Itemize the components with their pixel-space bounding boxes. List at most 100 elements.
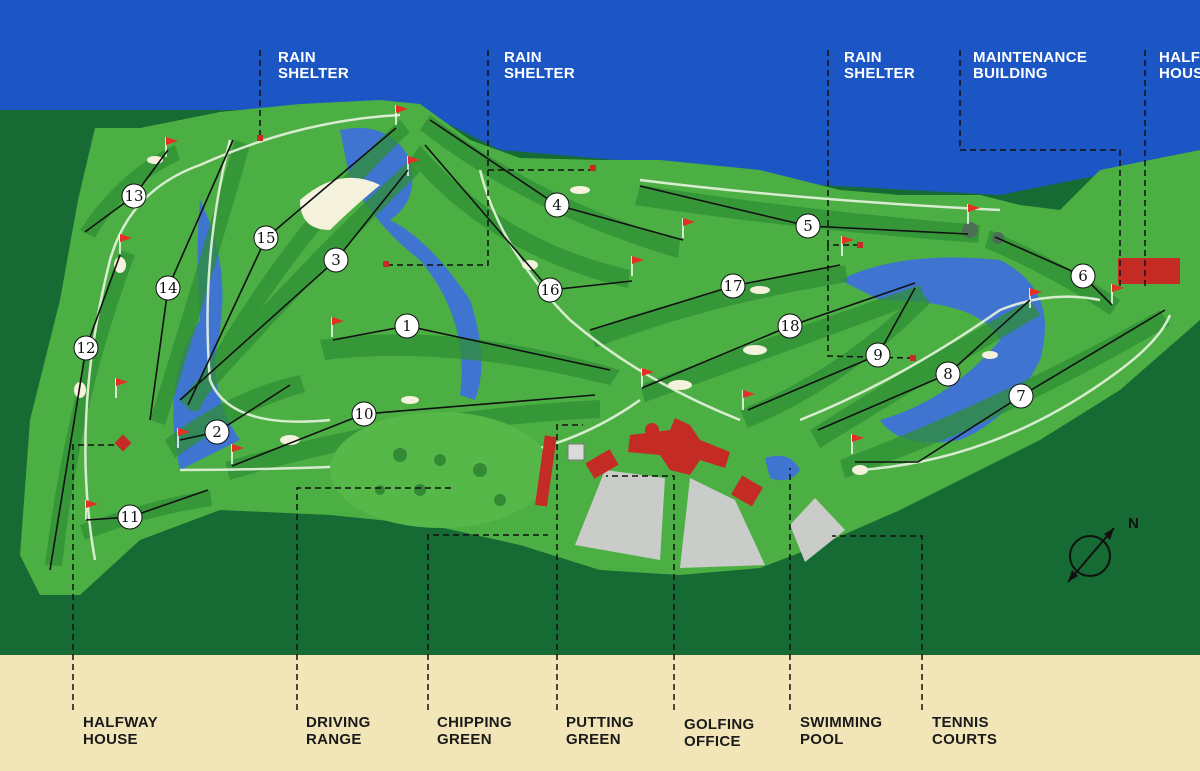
bunkers [74, 156, 998, 475]
rain-shelter-1 [257, 135, 263, 141]
svg-text:CHIPPING: CHIPPING [437, 714, 512, 731]
callout-lines [72, 50, 1146, 710]
hole-marker-6: 6 [1070, 263, 1096, 289]
svg-text:OFFICE: OFFICE [684, 733, 741, 750]
svg-text:COURTS: COURTS [932, 731, 997, 748]
pool-building [731, 475, 763, 507]
hole-marker-18: 18 [777, 313, 803, 339]
svg-text:RAIN: RAIN [278, 49, 316, 66]
svg-text:1: 1 [402, 317, 412, 335]
hole-marker-3: 3 [323, 247, 349, 273]
svg-text:HOUSE: HOUSE [83, 731, 138, 748]
halfway-house-east [1118, 258, 1180, 284]
driving-range [330, 412, 550, 528]
hole-marker-17: 17 [720, 273, 746, 299]
hole-marker-4: 4 [544, 192, 570, 218]
svg-text:DRIVING: DRIVING [306, 714, 371, 731]
svg-text:GOLFING: GOLFING [684, 716, 754, 733]
label-tennis-courts: TENNIS COURTS [932, 714, 997, 748]
label-golfing-office: GOLFING OFFICE [684, 716, 754, 750]
svg-text:12: 12 [76, 339, 95, 357]
label-maintenance-building: MAINTENANCE BUILDING [973, 49, 1087, 82]
compass-icon: N [1067, 515, 1139, 583]
svg-text:2: 2 [212, 423, 222, 441]
hole-marker-2: 2 [204, 419, 230, 445]
svg-text:3: 3 [331, 251, 341, 269]
svg-text:GREEN: GREEN [566, 731, 621, 748]
hole-marker-1: 1 [394, 313, 420, 339]
pond-pool [765, 455, 800, 481]
halfway-house-west [114, 434, 132, 452]
hole-marker-9: 9 [865, 342, 891, 368]
svg-text:4: 4 [552, 196, 562, 214]
hole-markers: 1 2 3 4 5 6 7 8 9 10 11 12 13 14 15 16 1… [73, 183, 1096, 530]
office-building [585, 449, 619, 479]
svg-text:9: 9 [873, 346, 883, 364]
compass-north-label: N [1128, 515, 1139, 532]
svg-text:MAINTENANCE: MAINTENANCE [973, 49, 1087, 66]
rain-shelter-3 [383, 261, 389, 267]
svg-text:POOL: POOL [800, 731, 844, 748]
svg-text:SWIMMING: SWIMMING [800, 714, 882, 731]
label-chipping-green: CHIPPING GREEN [437, 714, 512, 748]
label-swimming-pool: SWIMMING POOL [800, 714, 882, 748]
svg-text:11: 11 [120, 508, 139, 526]
hole-marker-14: 14 [155, 275, 181, 301]
svg-text:6: 6 [1078, 267, 1088, 285]
fairways [45, 115, 1170, 566]
svg-text:15: 15 [256, 229, 275, 247]
cart-paths [84, 113, 1172, 561]
label-halfway-house: HALFWAY HOUSE [83, 714, 158, 748]
sea-shore [0, 0, 1200, 195]
parking-lots [575, 470, 845, 568]
hole-marker-12: 12 [73, 335, 99, 361]
svg-text:14: 14 [158, 279, 177, 297]
rain-shelter-4 [857, 242, 863, 248]
rain-shelter-5 [910, 355, 916, 361]
bottom-labels: HALFWAY HOUSE DRIVING RANGE CHIPPING GRE… [83, 714, 997, 750]
svg-text:PUTTING: PUTTING [566, 714, 634, 731]
svg-text:HOUS: HOUS [1159, 65, 1200, 82]
svg-text:10: 10 [354, 405, 373, 423]
hole-marker-13: 13 [121, 183, 147, 209]
hole-marker-8: 8 [935, 361, 961, 387]
range-trees [375, 448, 506, 506]
svg-text:16: 16 [540, 281, 559, 299]
label-rain-shelter-2: RAIN SHELTER [504, 49, 575, 82]
buildings [114, 135, 1180, 507]
maintenance-tank-1 [962, 222, 978, 238]
putting-green-building [535, 435, 557, 507]
svg-text:18: 18 [780, 317, 799, 335]
svg-text:13: 13 [124, 187, 143, 205]
putting-green-box [567, 443, 585, 461]
label-putting-green: PUTTING GREEN [566, 714, 634, 748]
hole-marker-16: 16 [537, 277, 563, 303]
svg-text:SHELTER: SHELTER [844, 65, 915, 82]
hole-marker-10: 10 [351, 401, 377, 427]
svg-text:RAIN: RAIN [844, 49, 882, 66]
svg-text:17: 17 [723, 277, 742, 295]
svg-text:TENNIS: TENNIS [932, 714, 989, 731]
svg-text:RANGE: RANGE [306, 731, 362, 748]
top-labels: RAIN SHELTER RAIN SHELTER RAIN SHELTER M… [278, 49, 1200, 82]
svg-text:HALF: HALF [1159, 49, 1200, 66]
hole-marker-15: 15 [253, 225, 279, 251]
label-rain-shelter-3: RAIN SHELTER [844, 49, 915, 82]
sand-band [0, 655, 1200, 771]
svg-text:GREEN: GREEN [437, 731, 492, 748]
svg-text:HALFWAY: HALFWAY [83, 714, 158, 731]
label-driving-range: DRIVING RANGE [306, 714, 371, 748]
svg-text:BUILDING: BUILDING [973, 65, 1048, 82]
hole-marker-7: 7 [1008, 383, 1034, 409]
svg-text:5: 5 [803, 217, 813, 235]
svg-text:SHELTER: SHELTER [504, 65, 575, 82]
rain-shelter-2 [590, 165, 596, 171]
svg-text:RAIN: RAIN [504, 49, 542, 66]
hole-marker-5: 5 [795, 213, 821, 239]
svg-text:SHELTER: SHELTER [278, 65, 349, 82]
label-rain-shelter-1: RAIN SHELTER [278, 49, 349, 82]
label-halfway-house-east: HALF HOUS [1159, 49, 1200, 82]
hole-marker-11: 11 [117, 504, 143, 530]
flags [85, 105, 1124, 520]
svg-text:8: 8 [943, 365, 953, 383]
